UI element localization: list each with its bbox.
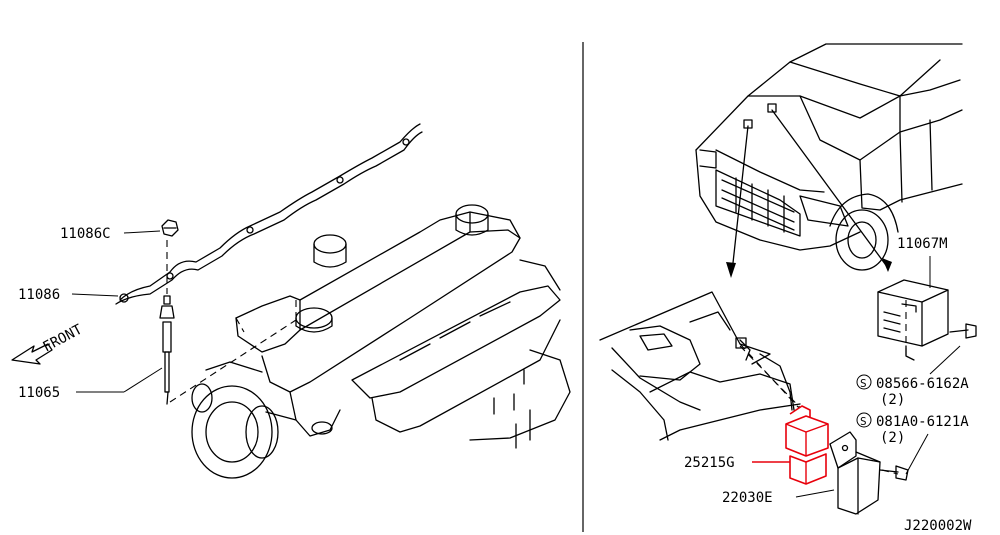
engine-drawing <box>169 204 571 479</box>
relay-25215g <box>785 405 829 485</box>
part-number: 08566-6162A <box>876 376 969 392</box>
floor-panel-drawing <box>599 291 801 441</box>
glow-plug-harness <box>115 123 423 305</box>
part-label-11065: 11065 <box>18 385 60 401</box>
part-qty: (2) <box>880 430 905 446</box>
part-qty: (2) <box>880 392 905 408</box>
symbol-s: S <box>860 415 867 428</box>
part-label-22030e: 22030E <box>722 490 773 506</box>
nut-11086c <box>161 219 179 237</box>
part-label-11067m: 11067M <box>897 236 948 252</box>
part-label-081a0-6121a: S 081A0-6121A (2) <box>856 412 969 446</box>
vehicle-drawing <box>695 43 963 271</box>
front-label: FRONT <box>40 321 85 355</box>
symbol-s: S <box>860 377 867 390</box>
location-arrows <box>726 109 892 278</box>
bracket-22030e <box>829 431 881 515</box>
part-label-08566-6162a: S 08566-6162A (2) <box>856 374 969 408</box>
part-label-25215g: 25215G <box>684 455 735 471</box>
bolt-icon <box>879 465 909 481</box>
part-number: 081A0-6121A <box>876 414 969 430</box>
glow-plug <box>159 240 175 405</box>
part-label-11086: 11086 <box>18 287 60 303</box>
diagram-code: J220002W <box>904 518 972 534</box>
part-label-11086c: 11086C <box>60 226 111 242</box>
screw-icon <box>949 323 977 339</box>
front-arrow: FRONT <box>11 321 86 365</box>
control-module-11067m <box>877 279 949 361</box>
